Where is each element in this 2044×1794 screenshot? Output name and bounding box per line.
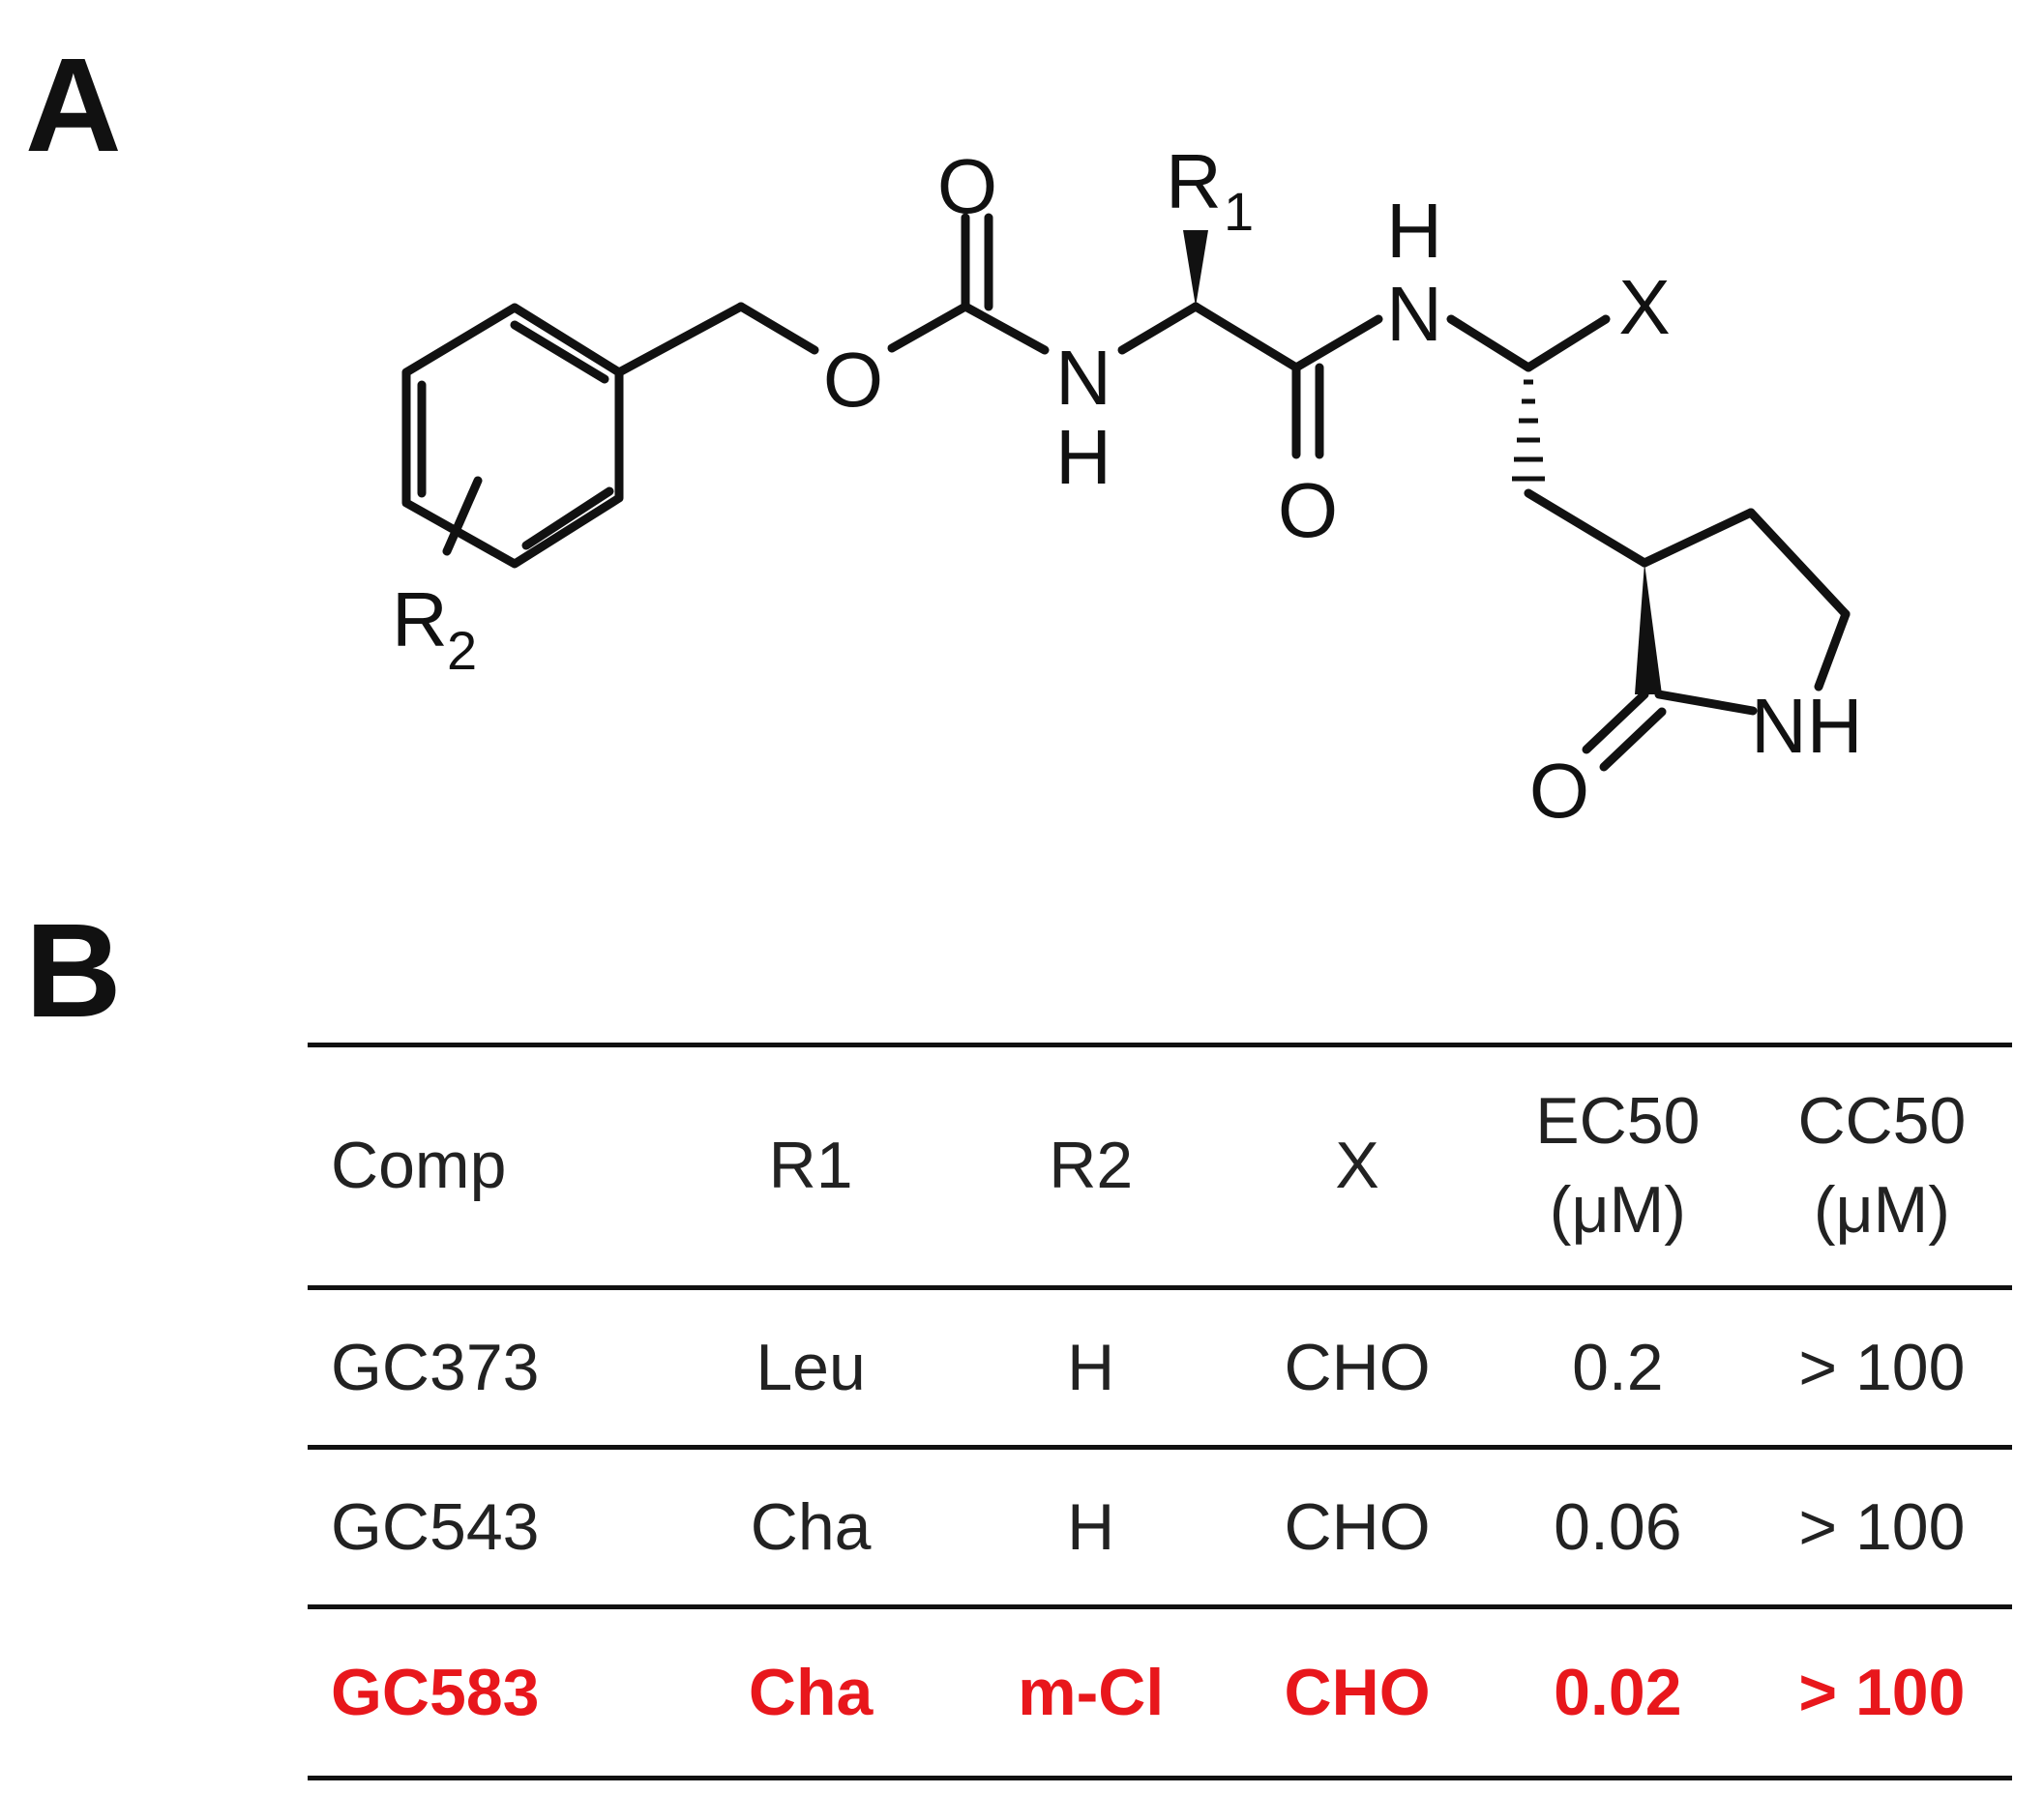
atom-label-n: N (1055, 335, 1111, 421)
cell-cc50: > 100 (1751, 1287, 2012, 1450)
cell-r1: Leu (669, 1287, 952, 1450)
atom-label-x: X (1618, 264, 1670, 350)
atom-label-n: N (1386, 271, 1442, 357)
cell-ec50: 0.02 (1483, 1606, 1752, 1780)
panel-label-a: A (25, 31, 122, 180)
cell-cc50: > 100 (1751, 1447, 2012, 1609)
cell-ec50: 0.06 (1483, 1447, 1752, 1609)
table-row: GC543 Cha H CHO 0.06 > 100 (308, 1447, 2012, 1609)
table-row: GC373 Leu H CHO 0.2 > 100 (308, 1287, 2012, 1450)
pyrrolidinone-ring (1524, 488, 1851, 772)
header-ec50: EC50 (μM) (1483, 1043, 1752, 1290)
cell-r2: H (951, 1287, 1231, 1450)
atom-label-r1: R (1166, 138, 1222, 224)
atom-label-h: H (1386, 188, 1442, 274)
panel-label-b: B (25, 897, 122, 1045)
header-cc50-line1: CC50 (1797, 1084, 1967, 1159)
header-r1: R1 (669, 1043, 952, 1290)
benzene-ring (401, 303, 624, 569)
cell-comp: GC543 (308, 1447, 670, 1609)
chemical-structure: O O N H R 1 O H N X R 2 NH O (392, 138, 1863, 834)
main-chain (614, 213, 1611, 459)
header-r2: R2 (951, 1043, 1231, 1290)
cell-cc50: > 100 (1751, 1606, 2012, 1780)
compound-table: Comp R1 R2 X EC50 (μM) CC50 (μM) GC373 L… (308, 1043, 2012, 1780)
cell-comp: GC373 (308, 1287, 670, 1450)
header-comp: Comp (308, 1043, 670, 1290)
cell-r1: Cha (669, 1447, 952, 1609)
cell-x: CHO (1230, 1447, 1484, 1609)
cell-comp: GC583 (308, 1606, 670, 1780)
atom-label-o: O (937, 143, 997, 229)
atom-label-o: O (1529, 748, 1589, 834)
header-cc50: CC50 (μM) (1751, 1043, 2012, 1290)
header-x: X (1230, 1043, 1484, 1290)
atom-label-o: O (1278, 467, 1338, 553)
header-ec50-line1: EC50 (1535, 1084, 1701, 1159)
atom-label-nh: NH (1751, 683, 1863, 769)
atom-label-h: H (1055, 414, 1111, 500)
atom-label-r2-subscript: 2 (447, 620, 477, 681)
cell-x: CHO (1230, 1287, 1484, 1450)
atom-label-o: O (823, 337, 883, 423)
header-ec50-line2: (μM) (1549, 1173, 1686, 1247)
table-row-highlighted: GC583 Cha m-Cl CHO 0.02 > 100 (308, 1606, 2012, 1780)
hashed-wedge (1512, 379, 1545, 482)
cell-r2: H (951, 1447, 1231, 1609)
cell-x: CHO (1230, 1606, 1484, 1780)
header-cc50-line2: (μM) (1813, 1173, 1950, 1247)
atom-label-r2: R (392, 576, 448, 662)
cell-r1: Cha (669, 1606, 952, 1780)
atom-label-r1-subscript: 1 (1224, 181, 1254, 242)
cell-r2: m-Cl (951, 1606, 1231, 1780)
table-header-row: Comp R1 R2 X EC50 (μM) CC50 (μM) (308, 1043, 2012, 1290)
cell-ec50: 0.2 (1483, 1287, 1752, 1450)
